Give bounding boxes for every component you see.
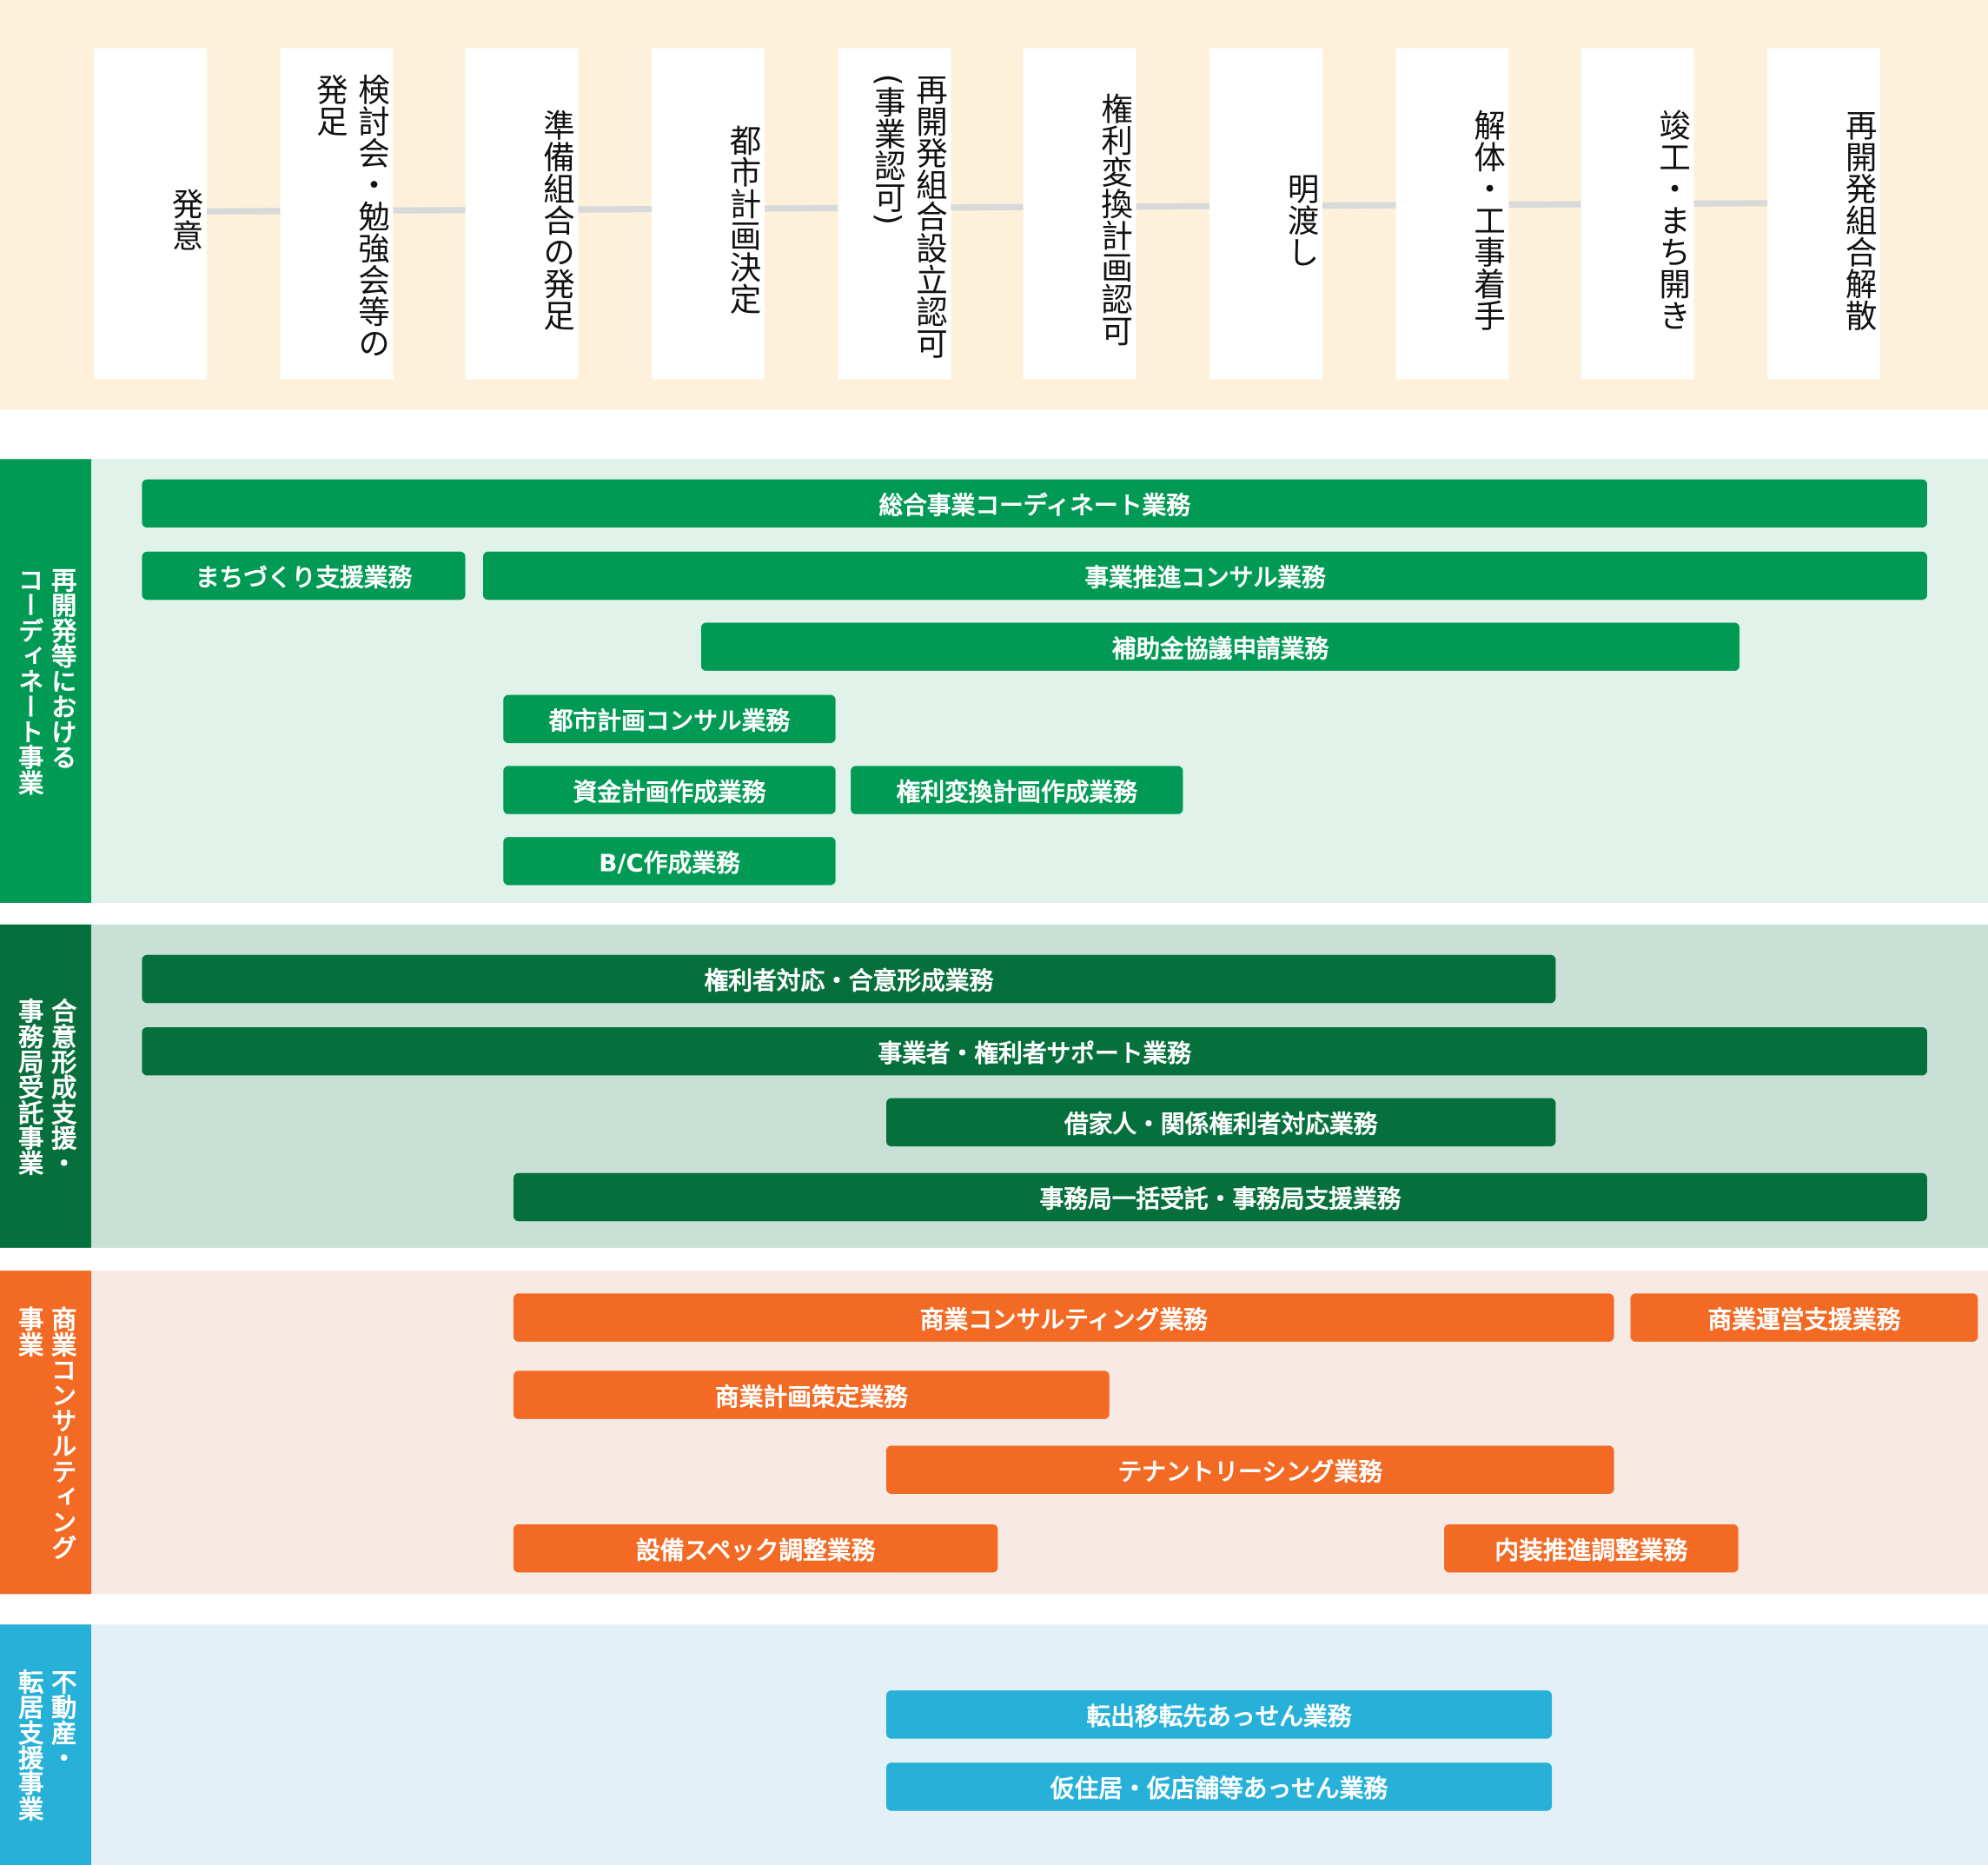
section-panel [91,1624,1988,1865]
section-coordinate: 再開発等における コーディネート事業 総合事業コーディネート業務 まちづくり支援… [0,459,1988,903]
service-bar: 総合事業コーディネート業務 [142,479,1927,528]
section-side-label: 再開発等における コーディネート事業 [0,459,92,903]
service-bar: 内装推進調整業務 [1444,1523,1739,1573]
service-bar: 権利変換計画作成業務 [851,766,1183,814]
section-title: 不動産・ 転居支援事業 [14,1669,78,1822]
timeline-step: 発意 [93,48,207,380]
service-bar: B/C作成業務 [503,837,836,886]
service-bar: 商業コンサルティング業務 [513,1293,1614,1342]
service-bar: 資金計画作成業務 [503,766,836,814]
timeline-step: 準備組合の発足 [465,48,579,380]
service-bar: 事務局一括受託・事務局支援業務 [513,1172,1927,1222]
step-label: 再開発組合解散 [1840,108,1879,331]
service-bar: 借家人・関係権利者対応業務 [885,1098,1556,1147]
step-label: 権利変換計画認可 [1097,92,1134,347]
timeline-step: 解体・工事着手 [1395,48,1509,380]
service-bar: まちづくり支援業務 [142,551,466,601]
section-panel [91,459,1988,903]
step-label: 発意 [167,187,204,251]
service-bar: 事業推進コンサル業務 [482,551,1927,601]
section-title: 再開発等における コーディネート事業 [14,567,78,795]
section-commercial: 商業コンサルティング 事業 商業コンサルティング業務 商業運営支援業務 商業計画… [0,1271,1988,1595]
service-bar: 仮住居・仮店舗等あっせん業務 [885,1762,1553,1811]
step-label: 明渡し [1282,171,1321,268]
timeline-step: 明渡し [1209,48,1322,380]
section-consensus: 合意形成支援・ 事務局受託事業 権利者対応・合意形成業務 事業者・権利者サポート… [0,924,1988,1248]
section-side-label: 合意形成支援・ 事務局受託事業 [0,924,92,1248]
service-bar: 商業計画策定業務 [513,1371,1110,1419]
section-side-label: 不動産・ 転居支援事業 [0,1624,92,1865]
service-bar: 設備スペック調整業務 [513,1523,998,1573]
service-bar: 転出移転先あっせん業務 [885,1690,1553,1739]
service-bar: テナントリーシング業務 [885,1445,1614,1494]
section-title: 合意形成支援・ 事務局受託事業 [14,997,78,1175]
timeline-step: 検討会・勉強会等の発足 [280,48,394,380]
service-bar: 権利者対応・合意形成業務 [142,954,1556,1004]
timeline-step: 竣工・まち開き [1580,48,1694,380]
service-bar: 事業者・権利者サポート業務 [142,1026,1927,1076]
service-bar: 都市計画コンサル業務 [503,694,836,744]
section-title: 商業コンサルティング 事業 [14,1305,78,1560]
timeline-step: 権利変換計画認可 [1023,48,1136,380]
step-label: 検討会・勉強会等の発足 [311,73,391,359]
service-bar: 補助金協議申請業務 [700,622,1740,671]
section-side-label: 商業コンサルティング 事業 [0,1271,92,1595]
timeline-step: 再開発組合解散 [1767,48,1880,380]
step-label: 竣工・まち開き [1654,108,1692,331]
timeline-step: 都市計画決定 [652,48,765,380]
section-relocation: 不動産・ 転居支援事業 転出移転先あっせん業務 仮住居・仮店舗等あっせん業務 [0,1624,1988,1865]
step-label: 準備組合の発足 [539,108,576,331]
timeline-header: 発意 検討会・勉強会等の発足 準備組合の発足 都市計画決定 再開発組合設立認可(… [0,0,1988,410]
service-bar: 商業運営支援業務 [1630,1293,1978,1342]
step-label: 都市計画決定 [725,124,762,315]
timeline-connector [149,199,1824,216]
step-label: 再開発組合設立認可(事業認可) [870,73,949,359]
step-label: 解体・工事着手 [1469,108,1507,331]
timeline-step: 再開発組合設立認可(事業認可) [838,48,951,380]
